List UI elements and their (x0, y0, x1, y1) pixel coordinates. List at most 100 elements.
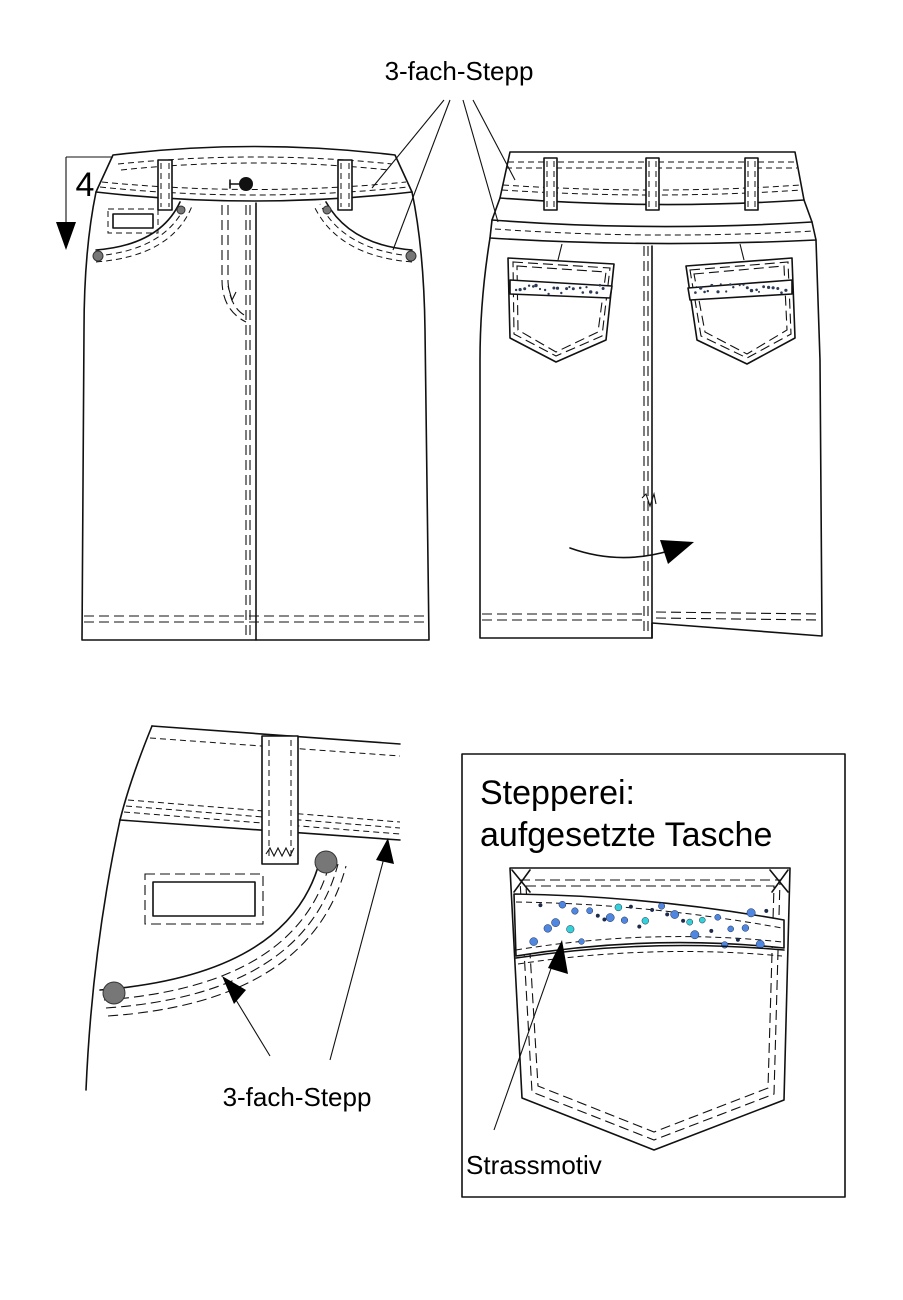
front-rivet-right (405, 250, 417, 262)
inset-title-line1: Stepperei: (480, 774, 635, 812)
back-pocket-right-rhinestones (694, 283, 788, 295)
rhinestone (595, 291, 599, 295)
rhinestone (714, 914, 721, 921)
rhinestone (780, 291, 783, 295)
rhinestone (518, 288, 522, 292)
rhinestone (710, 283, 714, 287)
rhinestone (729, 283, 732, 286)
rhinestone (725, 290, 728, 293)
front-belt-loop-left (157, 159, 173, 211)
front-waistband (95, 145, 413, 202)
rhinestone (602, 917, 607, 922)
rhinestone (699, 916, 706, 924)
detail-side-seam (85, 819, 121, 1091)
rhinestone (771, 286, 775, 290)
rhinestone (732, 286, 735, 289)
rhinestone-label: Strassmotiv (466, 1150, 602, 1180)
rhinestone (749, 288, 754, 293)
detail-rivet-top (314, 850, 338, 874)
back-view-skirt (479, 151, 823, 639)
rhinestone (595, 913, 600, 918)
waistband-drop-indicator: 4 (56, 156, 113, 250)
front-belt-loop-right (337, 159, 353, 211)
rhinestone (571, 287, 575, 291)
rhinestone (746, 908, 756, 918)
inset-title-line2: aufgesetzte Tasche (480, 816, 772, 854)
rhinestone (586, 907, 594, 915)
rhinestone (721, 941, 729, 949)
detail-stitch-label: 3-fach-Stepp (223, 1082, 372, 1112)
rhinestone (514, 288, 518, 292)
rhinestone (719, 283, 722, 286)
rhinestone (738, 284, 741, 287)
back-pocket-right (685, 257, 796, 365)
rhinestone (650, 907, 655, 912)
rhinestone (742, 283, 745, 286)
detail-rivet-bottom (102, 981, 126, 1005)
rhinestone (620, 916, 629, 924)
rhinestone (686, 918, 694, 926)
rhinestone (527, 284, 531, 287)
rhinestone (529, 937, 538, 946)
rhinestone (578, 938, 585, 945)
back-pocket-left (507, 257, 615, 363)
rhinestone (598, 283, 602, 287)
rhinestone (641, 917, 649, 925)
rhinestone (543, 288, 547, 292)
front-pocket-right (325, 201, 413, 251)
back-body-outline (479, 237, 823, 639)
rhinestone (552, 286, 556, 290)
rhinestone (670, 910, 680, 919)
rhinestone (523, 287, 527, 291)
rhinestone (585, 286, 588, 289)
rhinestone (551, 918, 560, 927)
rhinestone (762, 285, 765, 289)
rhinestone (709, 928, 714, 933)
rhinestone (555, 286, 560, 290)
back-waistband (499, 151, 805, 206)
rhinestone (741, 924, 750, 932)
rhinestone (566, 925, 575, 934)
top-stitch-pointer-lines (371, 99, 516, 251)
rhinestone (578, 286, 582, 290)
rhinestone (716, 290, 720, 294)
rhinestone (568, 285, 571, 289)
rhinestone (637, 924, 642, 929)
rhinestone (605, 913, 615, 922)
waistband-drop-value: 4 (76, 166, 95, 204)
rhinestone (628, 904, 633, 909)
rhinestone (547, 292, 550, 296)
rhinestone (767, 285, 771, 289)
rhinestone (589, 290, 593, 294)
rhinestone (538, 903, 543, 908)
rhinestone (665, 912, 670, 917)
rhinestone (571, 907, 579, 915)
detail-pocket-opening (99, 859, 321, 991)
inset-pocket-detail-box: Stepperei: aufgesetzte Tasche Strassmoti… (461, 753, 846, 1198)
back-pocket-left-rhinestones (514, 283, 605, 296)
rhinestone (543, 924, 552, 933)
rhinestone (658, 902, 666, 910)
rhinestone (784, 288, 788, 292)
rhinestone (601, 287, 605, 290)
detail-coin-pocket (152, 881, 256, 917)
rhinestone (532, 285, 535, 288)
rhinestone (694, 291, 697, 294)
waist-detail-view: 3-fach-Stepp (85, 725, 401, 1112)
rhinestone (745, 286, 749, 290)
rhinestone (560, 291, 563, 295)
rhinestone (534, 283, 538, 288)
rhinestone (706, 289, 709, 293)
front-coin-pocket (112, 213, 154, 229)
rhinestone (758, 290, 760, 293)
back-belt-loop-left (543, 157, 558, 211)
rhinestone (565, 287, 569, 291)
slit-overlap-arrow (569, 547, 673, 559)
rhinestone (699, 286, 703, 290)
detail-belt-loop (261, 735, 299, 865)
rhinestone (558, 900, 567, 909)
rhinestone (681, 918, 686, 923)
rhinestone (755, 288, 758, 292)
inset-patch-pocket (509, 867, 791, 1151)
rhinestone (735, 937, 740, 942)
